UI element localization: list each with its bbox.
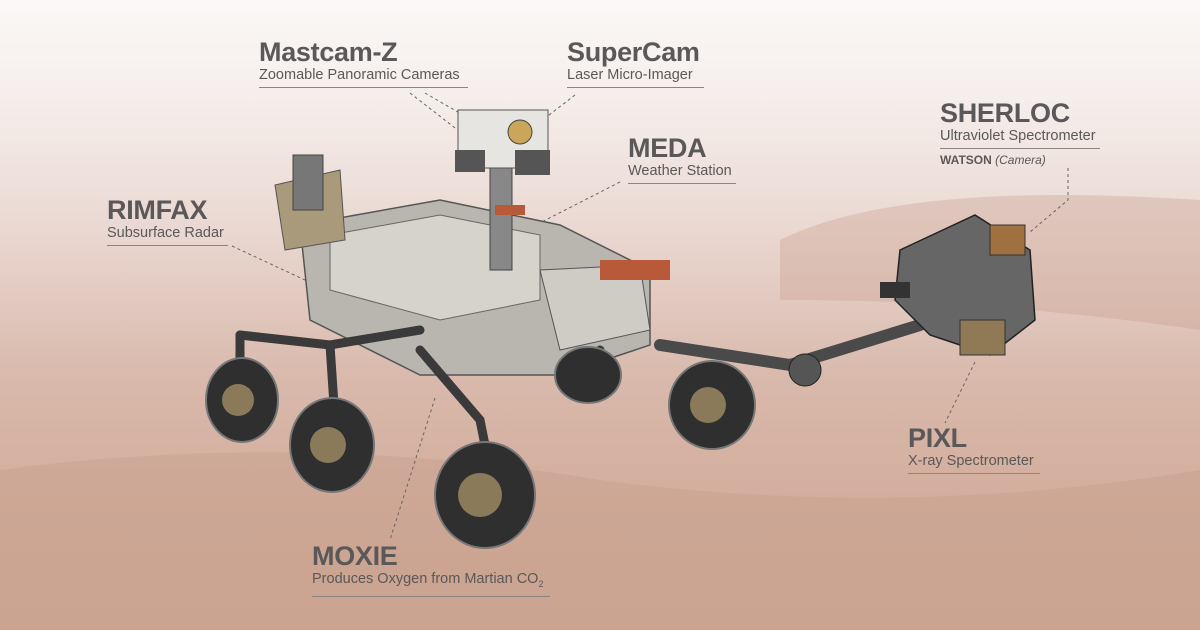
label-rimfax: RIMFAX Subsurface Radar bbox=[107, 196, 228, 246]
label-meda: MEDA Weather Station bbox=[628, 134, 736, 184]
label-sherloc: SHERLOC Ultraviolet Spectrometer WATSON … bbox=[940, 99, 1100, 167]
label-moxie: MOXIE Produces Oxygen from Martian CO2 bbox=[312, 542, 550, 597]
label-subtitle: Weather Station bbox=[628, 162, 736, 184]
label-title: PIXL bbox=[908, 423, 967, 453]
label-subtitle: Ultraviolet Spectrometer bbox=[940, 127, 1100, 149]
robotic-arm bbox=[654, 214, 1036, 387]
label-subtitle: Laser Micro-Imager bbox=[567, 66, 704, 88]
label-title: RIMFAX bbox=[107, 195, 208, 225]
label-subtitle: Subsurface Radar bbox=[107, 224, 228, 246]
label-supercam: SuperCam Laser Micro-Imager bbox=[567, 38, 704, 88]
label-title: SuperCam bbox=[567, 37, 700, 67]
label-title: Mastcam-Z bbox=[259, 37, 398, 67]
label-title: MEDA bbox=[628, 133, 707, 163]
label-mastcam-z: Mastcam-Z Zoomable Panoramic Cameras bbox=[259, 38, 468, 88]
terrain-cracked-ground bbox=[0, 452, 1200, 630]
wheel-hubs bbox=[222, 384, 726, 517]
label-subtitle: X-ray Spectrometer bbox=[908, 452, 1040, 474]
label-subtitle: Produces Oxygen from Martian CO2 bbox=[312, 570, 550, 597]
label-subtitle: Zoomable Panoramic Cameras bbox=[259, 66, 468, 88]
wheel-mid-right bbox=[554, 346, 622, 404]
label-pixl: PIXL X-ray Spectrometer bbox=[908, 424, 1040, 474]
label-title: SHERLOC bbox=[940, 98, 1070, 128]
label-watson: WATSON (Camera) bbox=[940, 153, 1046, 167]
rover-mast bbox=[455, 109, 550, 271]
label-title: MOXIE bbox=[312, 541, 398, 571]
